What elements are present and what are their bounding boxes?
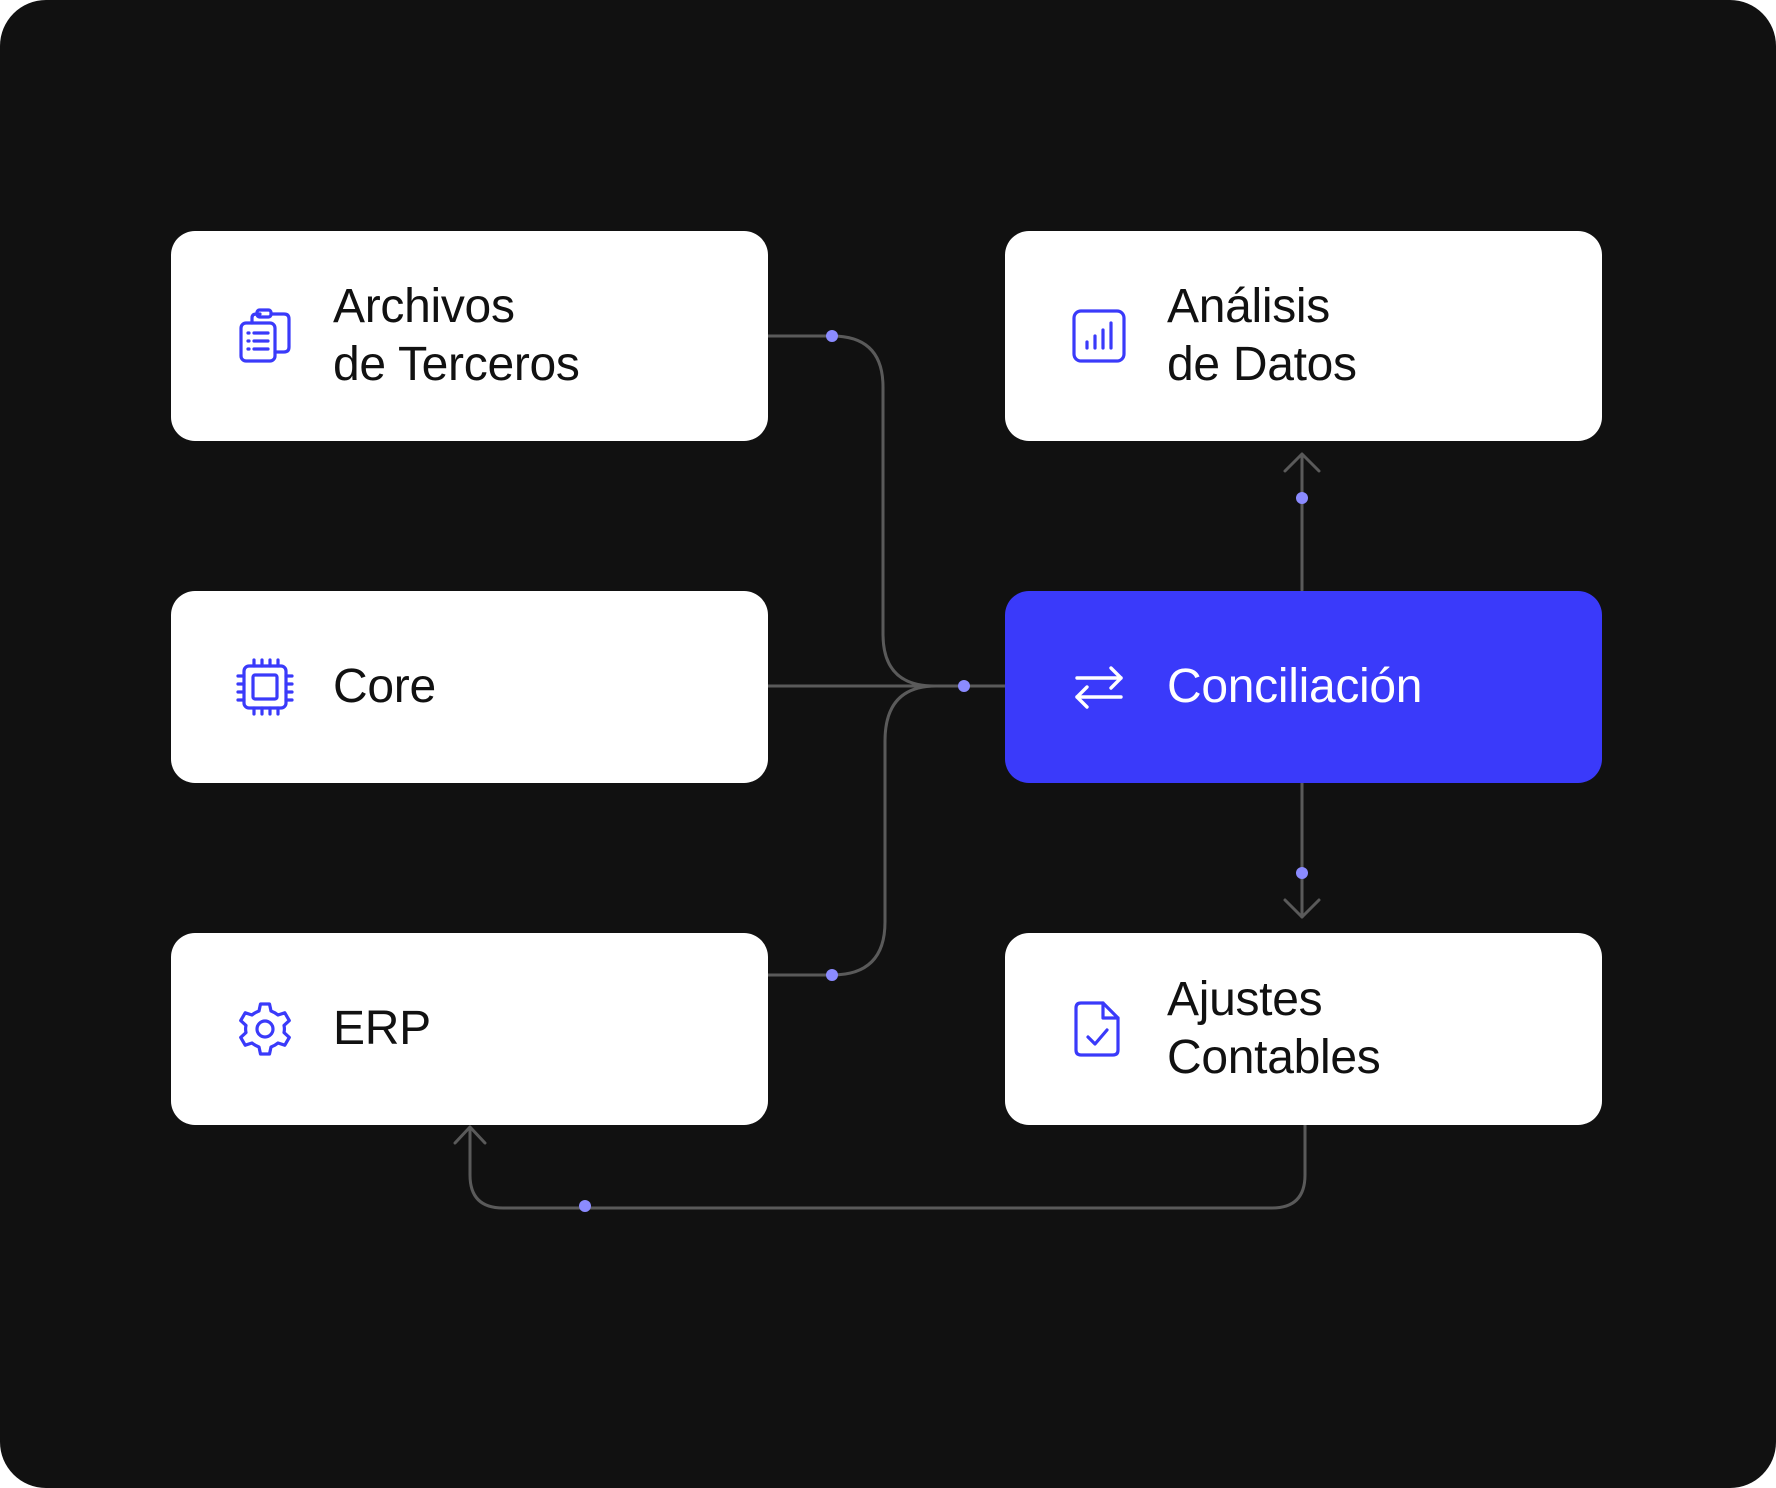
dot-merge [958,680,970,692]
node-archivos-label: Archivos de Terceros [333,278,580,394]
dot-archivos [826,330,838,342]
node-core[interactable]: Core [171,591,768,783]
file-check-icon [1074,1001,1120,1057]
bar-chart-icon [1072,309,1126,363]
connector-ajustes-to-erp [468,1123,1307,1210]
node-ajustes-contables[interactable]: Ajustes Contables [1005,933,1602,1125]
gear-icon [239,1002,291,1056]
node-erp-line1: ERP [333,1002,431,1055]
arrow-erp-head [453,1125,487,1145]
node-erp[interactable]: ERP [171,933,768,1125]
node-analisis-label: Análisis de Datos [1167,278,1357,394]
clipboard-list-icon [239,308,291,363]
node-analisis-de-datos[interactable]: Análisis de Datos [1005,231,1602,441]
node-analisis-line1: Análisis [1167,280,1330,333]
node-archivos-line2: de Terceros [333,338,580,391]
node-archivos-de-terceros[interactable]: Archivos de Terceros [171,231,768,441]
node-ajustes-line2: Contables [1167,1031,1381,1084]
node-ajustes-label: Ajustes Contables [1167,971,1381,1087]
dot-erp [826,969,838,981]
cpu-chip-icon [236,658,294,716]
node-conciliacion-line1: Conciliación [1167,660,1423,713]
node-analisis-line2: de Datos [1167,338,1357,391]
arrow-up-head [1283,452,1321,473]
node-ajustes-line1: Ajustes [1167,973,1323,1026]
dot-ajustes [1296,867,1308,879]
node-conciliacion-label: Conciliación [1167,658,1423,716]
swap-arrows-icon [1075,666,1123,709]
arrow-down-head [1283,898,1321,919]
node-core-line1: Core [333,660,436,713]
node-erp-label: ERP [333,1000,431,1058]
node-conciliacion[interactable]: Conciliación [1005,591,1602,783]
node-core-label: Core [333,658,436,716]
connector-archivos [766,334,936,688]
dot-loop [579,1200,591,1212]
connector-erp [766,684,938,977]
dot-analisis [1296,492,1308,504]
node-archivos-line1: Archivos [333,280,515,333]
